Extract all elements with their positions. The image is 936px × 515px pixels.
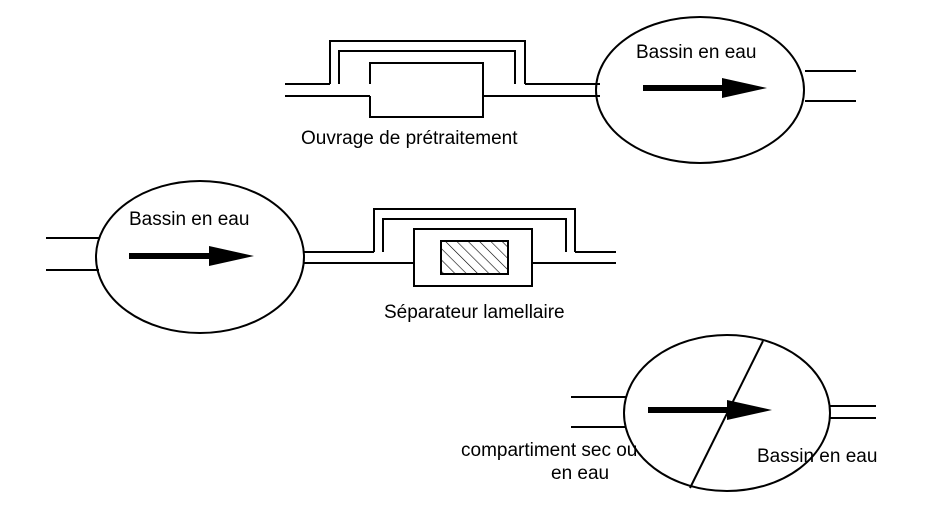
- basin-middle-shape: [95, 180, 305, 334]
- separator-assembly: [304, 208, 616, 287]
- bypass-channel-inner: [338, 50, 516, 84]
- basin-bottom-label: Bassin en eau: [757, 446, 877, 467]
- pretreatment-assembly: [285, 40, 600, 118]
- compartment-label-line2: en eau: [551, 463, 609, 484]
- flow-arrow-head: [727, 400, 772, 420]
- basin-top-label: Bassin en eau: [636, 42, 756, 63]
- basin-middle: [46, 180, 305, 334]
- bypass-channel-outer: [329, 40, 526, 84]
- separator-bypass-inner: [382, 218, 567, 252]
- separator-bypass-outer: [373, 208, 576, 252]
- compartment-label-line1: compartiment sec ou: [461, 440, 637, 461]
- flow-arrow-head: [722, 78, 767, 98]
- pretreatment-chamber: [369, 62, 484, 118]
- compartment-divider: [689, 340, 764, 489]
- separator-label: Séparateur lamellaire: [384, 302, 565, 323]
- basin-top: [595, 16, 856, 164]
- separator-chamber: [413, 228, 533, 287]
- lamellar-pack-icon: [440, 240, 509, 275]
- basin-bottom-shape: [623, 334, 831, 492]
- basin-middle-label: Bassin en eau: [129, 209, 249, 230]
- basin-bottom: [571, 334, 876, 492]
- pretreatment-label: Ouvrage de prétraitement: [301, 128, 518, 149]
- flow-arrow-head: [209, 246, 254, 266]
- basin-top-shape: [595, 16, 805, 164]
